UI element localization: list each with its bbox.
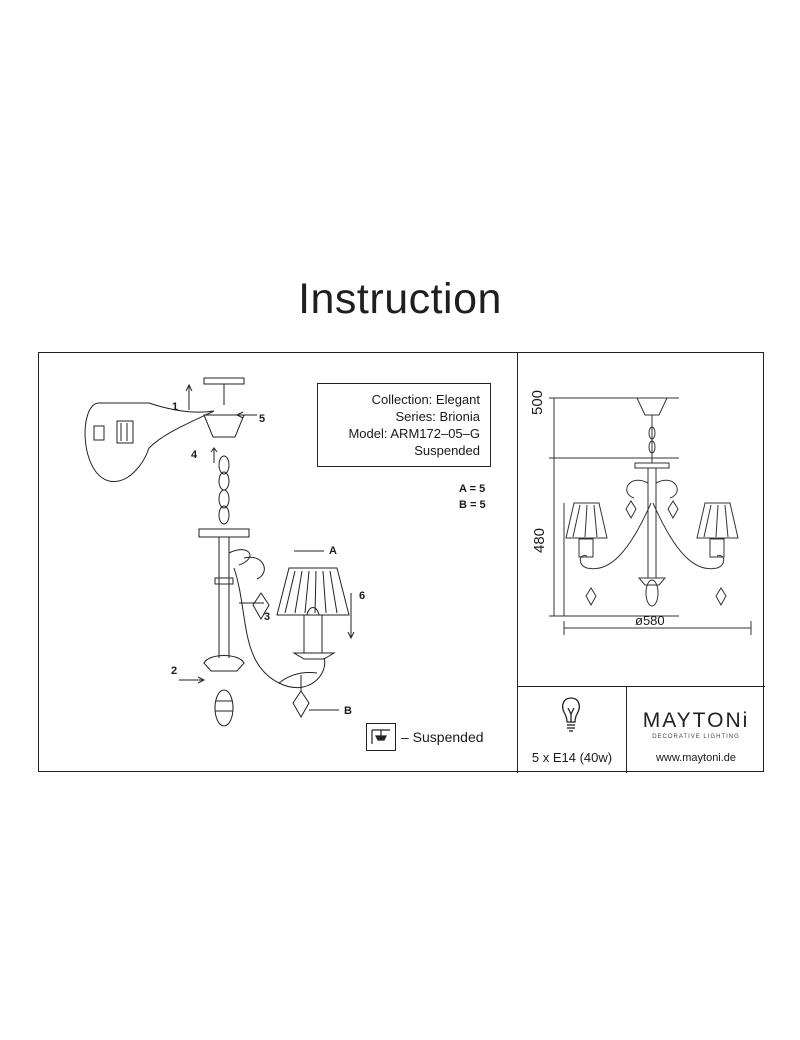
crystal-counts: A = 5 B = 5: [459, 481, 486, 513]
instruction-sheet: 1 2 3 4 5 6 A B Collection: Elegant Seri…: [38, 352, 765, 773]
divider-footer: [626, 686, 627, 773]
brand-website: www.maytoni.de: [655, 752, 737, 764]
count-a: A = 5: [459, 483, 486, 495]
dimension-diagram: [549, 397, 752, 635]
suspended-label: – Suspended: [401, 729, 484, 745]
bulb-spec: 5 x E14 (40w): [531, 750, 613, 765]
brand-name: MAYTONi: [642, 709, 750, 732]
dimension-height-top: 500: [529, 389, 546, 415]
dimension-diameter: ø580: [635, 613, 665, 628]
series-text: Series: Brionia: [395, 409, 480, 424]
count-b: B = 5: [459, 499, 486, 511]
type-text: Suspended: [414, 443, 480, 458]
divider-vertical: [517, 353, 518, 773]
lightbulb-icon: [559, 696, 583, 734]
dimension-height-body: 480: [531, 527, 548, 553]
step-label-4: 4: [191, 449, 198, 461]
step-label-6: 6: [359, 590, 366, 602]
brand-tagline: DECORATIVE LIGHTING: [652, 734, 740, 740]
part-label-a: A: [329, 545, 337, 557]
step-label-3: 3: [264, 611, 271, 623]
divider-horizontal: [517, 686, 765, 687]
assembly-diagram: [84, 377, 355, 727]
ceiling-mount-icon: [366, 723, 396, 751]
collection-text: Collection: Elegant: [371, 392, 480, 407]
model-text: Model: ARM172–05–G: [348, 426, 480, 441]
part-label-b: B: [344, 705, 352, 717]
brand-logo: MAYTONi DECORATIVE LIGHTING: [627, 709, 765, 740]
step-label-5: 5: [259, 413, 266, 425]
step-label-2: 2: [171, 665, 178, 677]
page-title: Instruction: [298, 275, 502, 323]
step-label-1: 1: [172, 401, 179, 413]
product-info-box: Collection: Elegant Series: Brionia Mode…: [317, 383, 491, 467]
